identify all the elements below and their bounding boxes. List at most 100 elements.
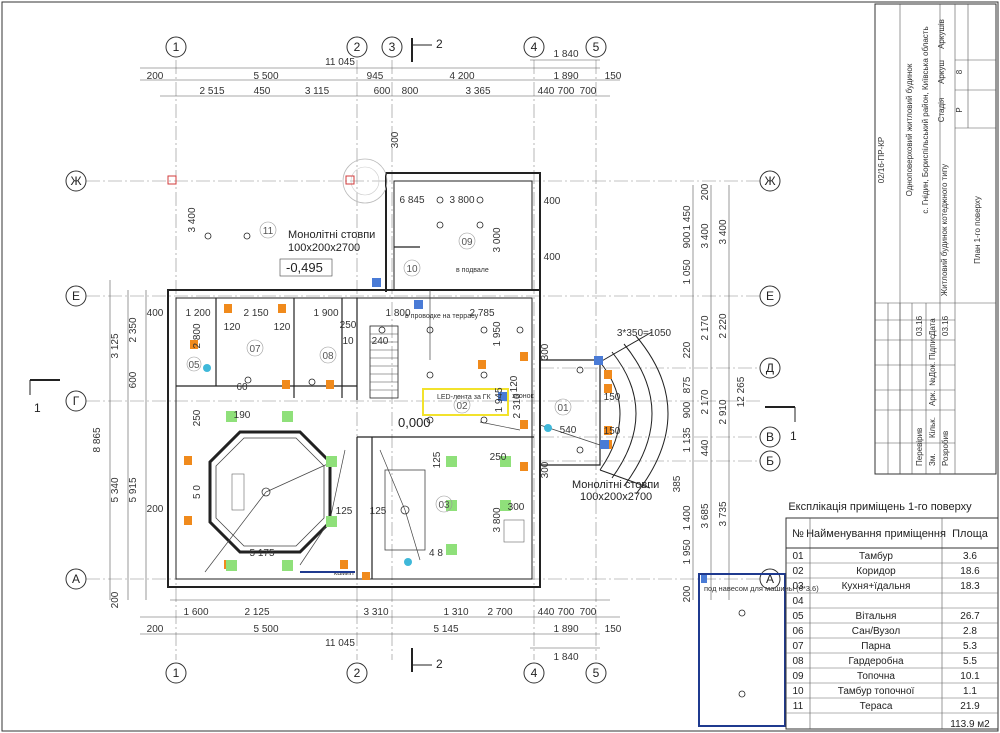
- inner-dim-i4: 3 000: [492, 227, 503, 252]
- dim-top-t9: 700: [580, 86, 597, 97]
- chimney-note: камин: [334, 570, 354, 577]
- explication-cell-area: 10.1: [960, 671, 980, 682]
- dim-top-s6: 150: [605, 71, 622, 82]
- title-row-signature: Підпис: [928, 335, 937, 360]
- inner-dim-i40: 300: [390, 131, 401, 148]
- axis-label-g-left: Г: [73, 394, 80, 408]
- dim-top-t2: 450: [254, 86, 271, 97]
- axis-label-zh-left: Ж: [70, 174, 81, 188]
- dim-right-p8: 2 220: [718, 313, 729, 338]
- explication-title: Експлікація приміщень 1-го поверху: [788, 501, 972, 513]
- room-number-02: 02: [456, 401, 468, 412]
- dim-left-d1: 400: [147, 308, 164, 319]
- explication-cell-area: 18.6: [960, 566, 980, 577]
- inner-dim-i27: 190: [234, 410, 251, 421]
- explication-cell-no: 01: [792, 551, 804, 562]
- boiler-room-wall: [385, 172, 541, 292]
- inner-dim-i33: 125: [370, 506, 387, 517]
- title-row-kilk: Кільк.: [928, 417, 937, 438]
- dim-right-p11: 900: [682, 401, 693, 418]
- dim-top-total: 11 045: [325, 57, 355, 68]
- dim-right-p1: 1 450: [682, 205, 693, 230]
- title-date-2: 03.16: [915, 315, 924, 336]
- axis-label-5-bottom: 5: [593, 666, 600, 680]
- dim-bottom-c1: 200: [147, 624, 164, 635]
- explication-total: 113.9 м2: [950, 719, 990, 730]
- inner-dim-i39: 60: [236, 382, 248, 393]
- dim-bottom-c4: 1 890: [553, 624, 578, 635]
- inner-dim-i14: 250: [340, 320, 357, 331]
- title-sheet-number: 8: [955, 69, 964, 74]
- explication-cell-name: Сан/Вузол: [852, 626, 901, 637]
- columns-top-note: Монолітні стовпи: [288, 229, 375, 241]
- explication-cell-area: 3.6: [963, 551, 977, 562]
- axis-label-1-bottom: 1: [173, 666, 180, 680]
- room-number-10: 10: [406, 264, 418, 275]
- dim-left-d9: 200: [110, 591, 121, 608]
- dim-left-d2: 3 125: [110, 333, 121, 358]
- inner-dim-i12: 120: [224, 322, 241, 333]
- dim-left-d8: 200: [147, 504, 164, 515]
- explication-cell-area: 5.5: [963, 656, 977, 667]
- led-strip-zone: [422, 388, 509, 416]
- axis-label-1: 1: [173, 40, 180, 54]
- dim-right-p12: 2 170: [700, 389, 711, 414]
- bell-note: звонок: [512, 393, 535, 400]
- title-checker: Перевірив: [915, 428, 924, 466]
- explication-table: Експлікація приміщень 1-го поверху № Най…: [785, 501, 999, 730]
- stove: [503, 519, 525, 543]
- explication-cell-no: 10: [792, 686, 804, 697]
- explication-cell-name: Кухня+їдальня: [842, 581, 911, 592]
- explication-cell-area: 1.1: [963, 686, 977, 697]
- title-row-ark: Арк.: [928, 390, 937, 406]
- inner-dim-i37: 300: [540, 461, 551, 478]
- explication-cell-no: 06: [792, 626, 804, 637]
- inner-dim-i34: 300: [508, 502, 525, 513]
- inner-dim-i17: 10: [342, 336, 354, 347]
- floor-level: 0,000: [398, 415, 431, 430]
- dim-left-d7: 5 915: [128, 477, 139, 502]
- room-number-03: 03: [438, 500, 450, 511]
- inner-dim-i8: 2 150: [243, 308, 268, 319]
- wiring-lines: [204, 290, 601, 573]
- inner-dim-i36: 3*350=1050: [617, 328, 672, 339]
- dim-right-p4: 3 400: [700, 223, 711, 248]
- dim-bottom-b6: 440: [538, 607, 555, 618]
- explication-cell-no: 02: [792, 566, 804, 577]
- corner-markers: [167, 175, 355, 185]
- dim-right-p5: 1 050: [682, 259, 693, 284]
- inner-dim-i3: 3 800: [449, 195, 474, 206]
- title-date-1: 03.16: [941, 315, 950, 336]
- inner-dim-i31: 125: [432, 451, 443, 468]
- inner-dim-i29: 3 800: [492, 507, 503, 532]
- axis-label-4: 4: [531, 40, 538, 54]
- explication-cell-area: 21.9: [960, 701, 980, 712]
- dim-bottom-c3: 5 145: [433, 624, 458, 635]
- dim-top-s2: 5 500: [253, 71, 278, 82]
- title-drawing: Житловий будинок котеджного типу: [940, 164, 949, 296]
- entrance-steps: [599, 331, 669, 495]
- dim-right-p21: 1 950: [682, 539, 693, 564]
- inner-dim-i32: 125: [336, 506, 353, 517]
- axis-label-a-right: А: [766, 572, 774, 586]
- section-1-right: 1: [790, 429, 797, 443]
- dimension-lines-right: [692, 185, 730, 600]
- axis-bubbles-top: 1 2 3 4 5: [165, 36, 607, 58]
- dim-bottom-c2: 5 500: [253, 624, 278, 635]
- inner-dim-i18: 1 950: [492, 321, 503, 346]
- dim-bottom-b3: 3 310: [363, 607, 388, 618]
- room-number-07: 07: [249, 344, 261, 355]
- dim-top-r1: 1 840: [553, 49, 578, 60]
- walls: [167, 172, 601, 588]
- inner-dim-i13: 120: [274, 322, 291, 333]
- dim-top-t1: 2 515: [199, 86, 224, 97]
- inner-dim-i38: 5 0: [192, 485, 203, 499]
- axis-label-b-right: Б: [766, 454, 774, 468]
- room-number-08: 08: [322, 351, 334, 362]
- switch-markers: [372, 278, 609, 449]
- outer-wall-inner: [175, 297, 533, 580]
- outer-wall: [167, 289, 541, 588]
